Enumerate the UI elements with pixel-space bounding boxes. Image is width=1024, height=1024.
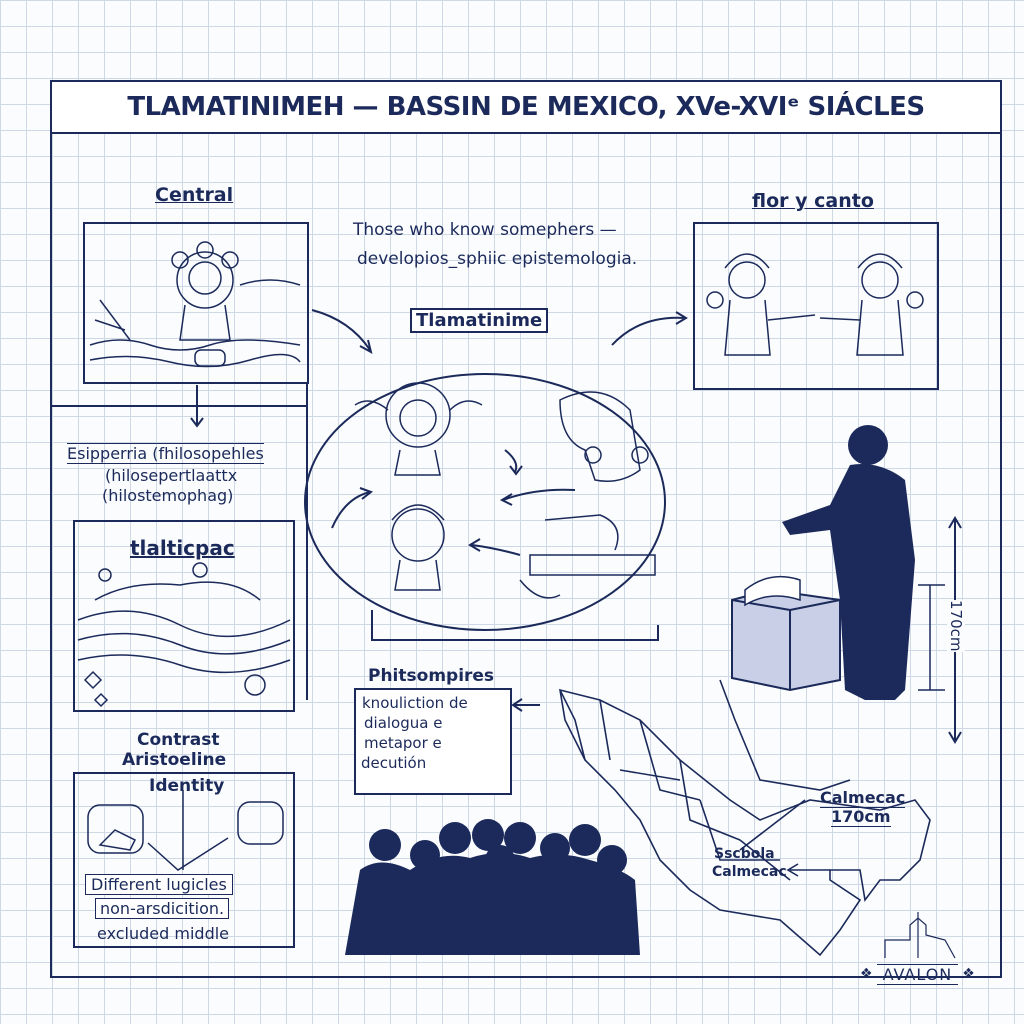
philosophers-line: metapor e	[364, 734, 442, 752]
logo-text: AVALON	[876, 963, 959, 985]
esp-line-1: Esipperria (fhilosopehles	[67, 443, 264, 464]
non-contradiction-label: non-arsdicition.	[100, 899, 225, 918]
height-measure-label: 170cm	[947, 600, 965, 652]
contrast-subtitle: Aristoeline	[122, 750, 227, 770]
map-label-calmecac: Calmecac	[820, 788, 906, 808]
logo-pattern-icon: ❖	[860, 966, 873, 982]
philosophers-box: knouliction de dialogua e metapor e decu…	[354, 688, 512, 795]
different-logics-label: Different lugicles	[91, 875, 227, 894]
contrast-box: Identity Different lugicles non-arsdicit…	[73, 772, 295, 948]
intro-line-1: Those who know somephers —	[353, 220, 617, 240]
map-label-height: 170cm	[831, 807, 891, 827]
flor-y-canto-box	[693, 222, 939, 390]
logo-pattern-icon: ❖	[962, 966, 975, 982]
philosophers-line: dialogua e	[364, 714, 443, 732]
avalon-logo: ❖ AVALON ❖	[860, 962, 990, 986]
excluded-middle-label: excluded middle	[97, 924, 230, 943]
title-bar: TLAMATINIMEH — BASSIN DE MEXICO, XVe-XVI…	[50, 80, 1002, 134]
central-label: Central	[155, 184, 234, 206]
tlamatinime-label-box: Tlamatinime	[410, 308, 549, 333]
tlamatinime-label: Tlamatinime	[416, 310, 543, 331]
philosophers-label: Phitsompires	[368, 666, 495, 686]
different-logics-box: Different lugicles	[85, 874, 233, 895]
philosophers-line: decutión	[361, 754, 427, 772]
tlalticpac-box: tlalticpac	[73, 520, 295, 712]
intro-line-2: developios_sphiic epistemologia.	[357, 249, 638, 269]
central-illustration-box	[83, 222, 309, 384]
flor-y-canto-label: flor y canto	[752, 190, 874, 212]
non-contradiction-box: non-arsdicition.	[95, 898, 230, 919]
esp-line-3: (hilostemophag)	[102, 486, 234, 505]
identity-label: Identity	[149, 776, 225, 796]
philosophers-line: knouliction de	[362, 694, 468, 712]
page-title: TLAMATINIMEH — BASSIN DE MEXICO, XVe-XVI…	[127, 92, 925, 122]
map-school-line-2: Calmecac	[712, 864, 787, 880]
contrast-title: Contrast	[137, 730, 220, 750]
esp-line-2: (hilosepertlaattx	[105, 466, 238, 485]
tlalticpac-label: tlalticpac	[130, 536, 235, 560]
map-school-line-1: Sscbola	[714, 846, 775, 862]
